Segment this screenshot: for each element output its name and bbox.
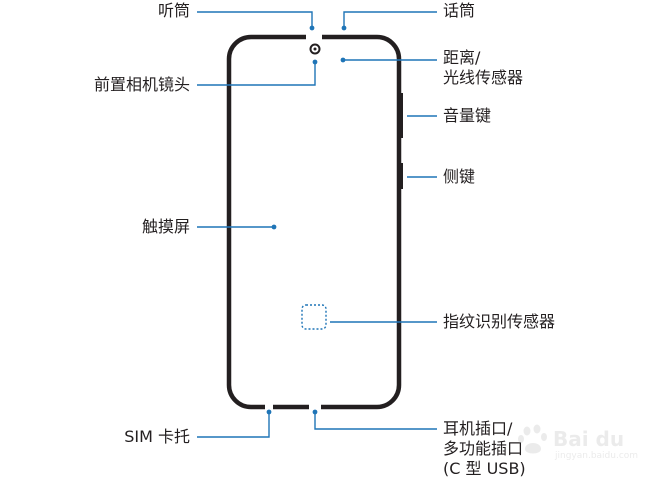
front-camera-lens	[309, 43, 321, 55]
fingerprint-sensor-area	[301, 304, 327, 330]
leader-line-sim-tray	[197, 414, 270, 438]
leader-line-front-camera	[197, 62, 316, 86]
label-sim-tray: SIM 卡托	[124, 427, 190, 446]
earpiece-notch	[306, 33, 322, 40]
label-earphone-jack-line3: (C 型 USB)	[443, 459, 526, 478]
dot-front-camera	[312, 59, 318, 65]
label-volume-key: 音量键	[443, 106, 492, 125]
label-proximity-line1: 距离/	[443, 48, 481, 67]
side-key-shape	[398, 163, 403, 189]
bottom-opening-sim	[265, 404, 273, 410]
label-touch-screen: 触摸屏	[141, 217, 190, 236]
label-earphone-jack-line2: 多功能插口	[443, 439, 524, 458]
label-microphone: 话筒	[443, 1, 476, 20]
dot-microphone	[341, 25, 347, 31]
bottom-opening-usb	[309, 404, 321, 410]
front-camera-center	[313, 47, 317, 51]
leader-line-earphone-jack	[314, 414, 437, 430]
leader-line-microphone	[343, 11, 437, 28]
volume-key-shape	[398, 93, 403, 138]
dot-earphone-jack	[312, 409, 318, 415]
label-side-key: 侧键	[443, 167, 476, 186]
dot-receiver	[309, 25, 315, 31]
dot-touch-screen	[271, 224, 277, 230]
dot-proximity	[340, 57, 346, 63]
label-earphone-jack-line1: 耳机插口/	[443, 419, 513, 438]
label-front-camera: 前置相机镜头	[93, 75, 190, 94]
label-receiver: 听筒	[157, 1, 190, 20]
label-proximity-line2: 光线传感器	[443, 68, 524, 87]
label-fingerprint-sensor: 指纹识别传感器	[443, 312, 556, 331]
phone-body-outline	[226, 34, 402, 410]
dot-sim-tray	[266, 409, 272, 415]
leader-line-receiver	[197, 11, 313, 28]
